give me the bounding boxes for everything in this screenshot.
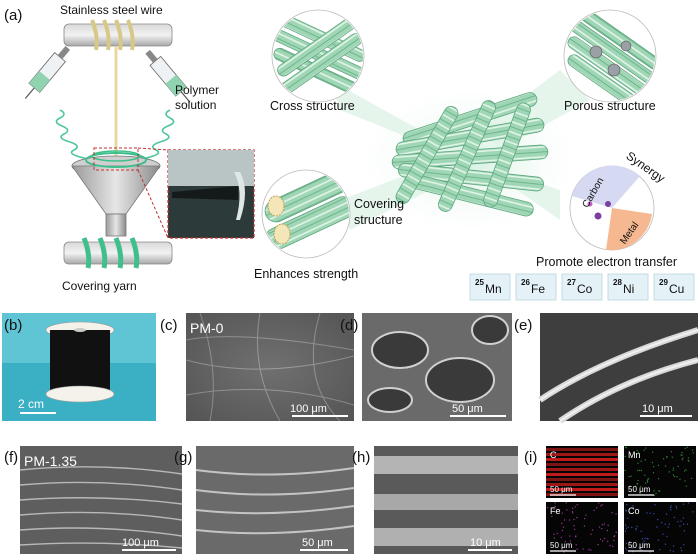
eds-element-label: Mn (628, 450, 641, 460)
eds-scale-label: 50 μm (550, 485, 573, 494)
cross-structure-circle (271, 9, 365, 103)
panel-c-sample: PM-0 (190, 320, 224, 336)
woven-fiber-bundle (391, 92, 549, 217)
panel-f-sample: PM-1.35 (24, 453, 77, 469)
eds-map-co: Co 50 μm (624, 502, 696, 554)
panel-d: 50 μm (d) (340, 313, 512, 421)
panel-f-label: (f) (4, 449, 18, 466)
covering-structure-label-2: structure (354, 213, 403, 227)
element-number: 29 (659, 278, 668, 287)
panel-h-scale: 10 μm (470, 537, 501, 549)
panel-c-label: (c) (160, 317, 178, 334)
eds-scale-label: 50 μm (628, 541, 651, 550)
panel-g-label: (g) (174, 449, 192, 466)
eds-map-fe: Fe 50 μm (546, 502, 618, 554)
cross-structure-label: Cross structure (270, 99, 355, 113)
eds-element-label: C (550, 450, 557, 460)
element-symbol: Ni (623, 282, 634, 296)
top-rod (63, 19, 173, 51)
eds-map-c: C 50 μm (546, 446, 618, 498)
element-symbol: Mn (485, 282, 502, 296)
jet-photo-inset (167, 149, 255, 239)
synergy-circle (569, 165, 655, 251)
stainless-steel-wire-label: Stainless steel wire (60, 3, 163, 17)
panel-e-scale: 10 μm (642, 403, 673, 415)
element-number: 28 (613, 278, 622, 287)
funnel-icon (71, 147, 161, 237)
eds-scale-label: 50 μm (550, 541, 573, 550)
element-symbol: Fe (531, 282, 545, 296)
panel-b-label: (b) (4, 317, 22, 334)
polymer-solution-label-2: solution (175, 98, 216, 112)
panel-f: PM-1.35 100 μm (f) (4, 446, 183, 554)
right-syringe-icon (145, 49, 191, 103)
bottom-rod (63, 237, 173, 269)
element-number: 26 (521, 278, 530, 287)
panel-e-label: (e) (514, 317, 532, 334)
eds-element-label: Co (628, 506, 640, 516)
panel-a-label: (a) (4, 7, 22, 24)
left-syringe-icon (24, 45, 71, 99)
panel-a: (a) Stainless steel wire (4, 3, 695, 301)
element-symbol: Co (577, 282, 593, 296)
panel-e: 10 μm (e) (514, 313, 699, 424)
polymer-solution-label-1: Polymer (175, 83, 219, 97)
enhances-strength-label: Enhances strength (254, 267, 358, 281)
right-jet-spiral (135, 109, 175, 167)
promote-electron-transfer-label: Promote electron transfer (536, 255, 677, 269)
panel-c-scale: 100 μm (290, 403, 327, 415)
panel-g-scale: 50 μm (302, 537, 333, 549)
left-jet-spiral (55, 109, 95, 167)
panel-h: 10 μm (h) (352, 446, 518, 554)
panel-g: 50 μm (g) (174, 446, 355, 554)
porous-structure-circle (563, 9, 657, 103)
panel-b: 2 cm (b) (2, 313, 156, 421)
covering-structure-label-1: Covering (354, 197, 404, 211)
panel-d-scale: 50 μm (452, 403, 483, 415)
panel-i-label: (i) (524, 449, 537, 466)
eds-element-label: Fe (550, 506, 561, 516)
panel-b-scale: 2 cm (18, 397, 44, 411)
eds-map-mn: Mn 50 μm (624, 446, 696, 498)
panel-f-scale: 100 μm (122, 537, 159, 549)
panel-h-label: (h) (352, 449, 370, 466)
eds-maps: C 50 μm Mn 50 μm Fe 50 μm Co 50 μm (546, 446, 696, 554)
covering-structure-circle (261, 169, 351, 259)
element-symbol: Cu (669, 282, 684, 296)
element-number: 27 (567, 278, 576, 287)
covering-yarn-label: Covering yarn (62, 279, 137, 293)
eds-scale-label: 50 μm (628, 485, 651, 494)
panel-i: (i) C 50 μm Mn 50 μm Fe 50 μm Co 50 μm (524, 446, 696, 554)
porous-structure-label: Porous structure (564, 99, 656, 113)
yarn-spool-icon (45, 321, 115, 403)
panel-d-label: (d) (340, 317, 358, 334)
panel-c: PM-0 100 μm (c) (160, 312, 355, 422)
element-number: 25 (475, 278, 484, 287)
